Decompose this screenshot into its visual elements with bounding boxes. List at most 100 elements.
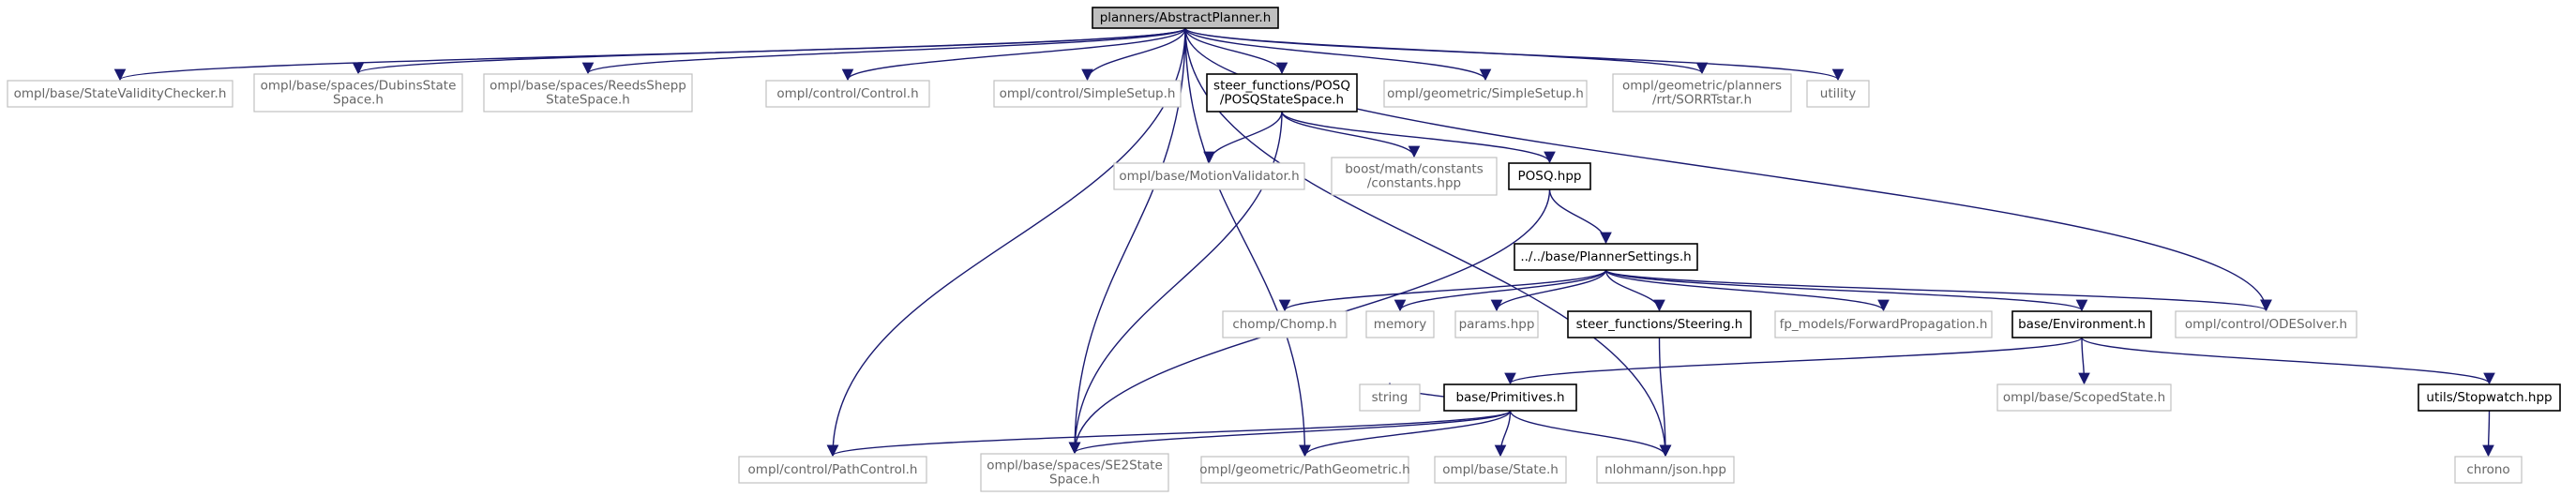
node-string: string [1359, 383, 1421, 412]
edge-root-to-csetup [1081, 27, 1186, 82]
edge-settings-to-odesolver [1604, 269, 2272, 312]
node-label-boostconst-line-1: /constants.hpp [1367, 176, 1461, 191]
edge-settings-to-memory [1393, 269, 1607, 312]
node-label-string-line-0: string [1372, 390, 1409, 405]
node-box-chrono [2454, 456, 2523, 484]
node-label-settings-line-0: ../../base/PlannerSettings.h [1520, 249, 1691, 264]
node-box-chomp [1222, 310, 1348, 338]
edge-posqss-to-motionval [1203, 111, 1283, 164]
node-label-dubins-line-1: Space.h [333, 93, 384, 108]
node-label-svc-line-0: ompl/base/StateValidityChecker.h [14, 86, 227, 101]
node-label-pathcontrol-line-0: ompl/control/PathControl.h [748, 462, 918, 477]
edge-primitives-to-pathcontrol [827, 410, 1512, 458]
node-box-posq [1508, 162, 1591, 190]
node-label-chomp-line-0: chomp/Chomp.h [1232, 317, 1336, 332]
node-label-root-line-0: planners/AbstractPlanner.h [1100, 10, 1272, 25]
node-settings[interactable]: ../../base/PlannerSettings.h [1514, 243, 1698, 271]
node-box-settings [1514, 243, 1698, 271]
node-label-se2-line-0: ompl/base/spaces/SE2State [987, 458, 1163, 473]
node-box-stopwatch [2418, 383, 2561, 412]
node-box-state [1434, 456, 1567, 484]
node-label-sorrt-line-1: /rrt/SORRTstar.h [1652, 93, 1752, 108]
node-box-pathgeo [1200, 456, 1409, 484]
node-box-csetup [993, 80, 1182, 108]
node-primitives[interactable]: base/Primitives.h [1443, 383, 1577, 412]
edge-settings-to-fwdprop [1604, 269, 1890, 312]
node-gsetup: ompl/geometric/SimpleSetup.h [1383, 80, 1588, 108]
edge-primitives-to-json [1509, 410, 1672, 458]
node-label-stopwatch-line-0: utils/Stopwatch.hpp [2426, 390, 2552, 405]
node-odesolver: ompl/control/ODESolver.h [2175, 310, 2358, 338]
node-box-dubins [253, 73, 463, 113]
edge-environment-to-scoped [2078, 337, 2090, 385]
node-root[interactable]: planners/AbstractPlanner.h [1092, 7, 1279, 29]
node-box-memory [1365, 310, 1435, 338]
node-steering[interactable]: steer_functions/Steering.h [1567, 310, 1752, 338]
node-label-scoped-line-0: ompl/base/ScopedState.h [2003, 390, 2165, 405]
node-label-primitives-line-0: base/Primitives.h [1455, 390, 1564, 405]
node-environment[interactable]: base/Environment.h [2011, 310, 2152, 338]
node-box-odesolver [2175, 310, 2358, 338]
node-box-steering [1567, 310, 1752, 338]
node-motionval: ompl/base/MotionValidator.h [1113, 162, 1305, 190]
node-label-reeds-line-0: ompl/base/spaces/ReedsShepp [490, 79, 686, 94]
node-label-posqss-line-1: /POSQStateSpace.h [1220, 93, 1344, 108]
edge-root-to-dubins [353, 27, 1186, 75]
node-chrono: chrono [2454, 456, 2523, 484]
node-posqss[interactable]: steer_functions/POSQ/POSQStateSpace.h [1206, 73, 1358, 113]
edge-environment-to-stopwatch [2081, 337, 2495, 385]
node-stopwatch[interactable]: utils/Stopwatch.hpp [2418, 383, 2561, 412]
edge-settings-to-environment [1604, 269, 2087, 312]
node-box-scoped [1996, 383, 2172, 412]
node-box-boostconst [1331, 157, 1498, 196]
node-label-gsetup-line-0: ompl/geometric/SimpleSetup.h [1387, 86, 1584, 101]
edge-steering-to-json [1658, 337, 1672, 458]
node-pathcontrol: ompl/control/PathControl.h [738, 456, 927, 484]
node-box-environment [2011, 310, 2152, 338]
edge-root-to-posqss [1184, 27, 1288, 75]
edge-root-to-control [841, 27, 1186, 82]
node-fwdprop: fp_models/ForwardPropagation.h [1774, 310, 1993, 338]
edge-root-to-pathgeo [1184, 27, 1311, 458]
node-box-posqss [1206, 73, 1358, 113]
node-pathgeo: ompl/geometric/PathGeometric.h [1199, 456, 1410, 484]
node-box-control [765, 80, 930, 108]
edge-primitives-to-state [1494, 410, 1512, 458]
node-box-svc [7, 80, 233, 108]
node-box-json [1596, 456, 1735, 484]
node-label-params-line-0: params.hpp [1459, 317, 1535, 332]
edge-settings-to-chomp [1278, 269, 1607, 312]
node-box-se2 [980, 453, 1169, 492]
node-label-posqss-line-0: steer_functions/POSQ [1213, 79, 1350, 94]
edge-stopwatch-to-chrono [2482, 410, 2494, 458]
node-utility: utility [1806, 80, 1870, 108]
node-state: ompl/base/State.h [1434, 456, 1567, 484]
node-label-se2-line-1: Space.h [1049, 473, 1100, 488]
node-label-motionval-line-0: ompl/base/MotionValidator.h [1119, 169, 1299, 184]
node-label-reeds-line-1: StateSpace.h [546, 93, 630, 108]
node-scoped: ompl/base/ScopedState.h [1996, 383, 2172, 412]
node-label-memory-line-0: memory [1374, 317, 1426, 332]
node-label-chrono-line-0: chrono [2466, 462, 2509, 477]
edge-root-to-utility [1184, 27, 1844, 82]
node-label-control-line-0: ompl/control/Control.h [776, 86, 918, 101]
node-label-sorrt-line-0: ompl/geometric/planners [1622, 79, 1782, 94]
nodes-layer: planners/AbstractPlanner.h ompl/base/Stat… [7, 7, 2561, 492]
node-boostconst: boost/math/constants/constants.hpp [1331, 157, 1498, 196]
node-label-environment-line-0: base/Environment.h [2018, 317, 2146, 332]
edge-environment-to-primitives [1504, 337, 2083, 385]
edge-posq-to-settings [1548, 188, 1612, 245]
edge-primitives-to-se2 [1068, 410, 1512, 455]
node-box-sorrt [1612, 73, 1792, 113]
node-posq[interactable]: POSQ.hpp [1508, 162, 1591, 190]
node-memory: memory [1365, 310, 1435, 338]
node-params: params.hpp [1454, 310, 1539, 338]
node-label-json-line-0: nlohmann/json.hpp [1604, 462, 1726, 477]
edge-root-to-reeds [582, 27, 1186, 75]
node-label-boostconst-line-0: boost/math/constants [1345, 162, 1484, 177]
node-box-params [1454, 310, 1539, 338]
node-label-steering-line-0: steer_functions/Steering.h [1576, 317, 1743, 332]
